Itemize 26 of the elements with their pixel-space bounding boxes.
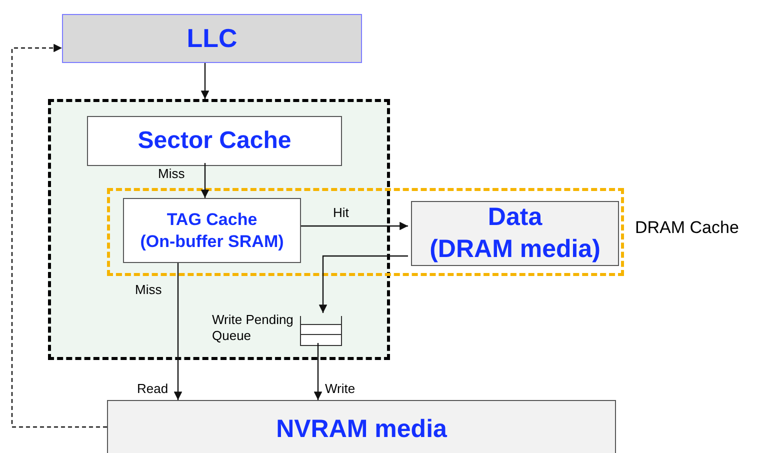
- arrow: [314, 343, 322, 400]
- node-label: NVRAM media: [275, 414, 448, 446]
- arrow: [11, 44, 107, 428]
- process-box: [411, 201, 619, 266]
- edge-label: Write: [325, 380, 356, 398]
- process-box: [123, 198, 301, 263]
- arrow: [174, 263, 182, 400]
- group-label: DRAM Cache: [635, 217, 739, 239]
- flow-label: Read: [137, 380, 168, 398]
- process-box: [62, 14, 362, 63]
- node-label: Sector Cache: [136, 126, 292, 156]
- arrow: [200, 63, 210, 99]
- process-box: [87, 116, 342, 166]
- arrow: [301, 222, 408, 230]
- node-label: LLC: [186, 22, 238, 55]
- node-label: (On-buffer SRAM): [139, 230, 285, 252]
- node-label: Data: [486, 202, 544, 234]
- arrow: [318, 255, 408, 313]
- edge-label: Miss: [158, 165, 185, 183]
- process-box: [107, 400, 616, 453]
- arrow: [200, 163, 210, 198]
- node-label: TAG Cache: [166, 209, 258, 230]
- queue-label: Write Pending Queue: [212, 312, 294, 344]
- node-label: (DRAM media): [428, 234, 602, 264]
- edge-label: Miss: [135, 281, 162, 299]
- edge-label: Hit: [333, 204, 349, 222]
